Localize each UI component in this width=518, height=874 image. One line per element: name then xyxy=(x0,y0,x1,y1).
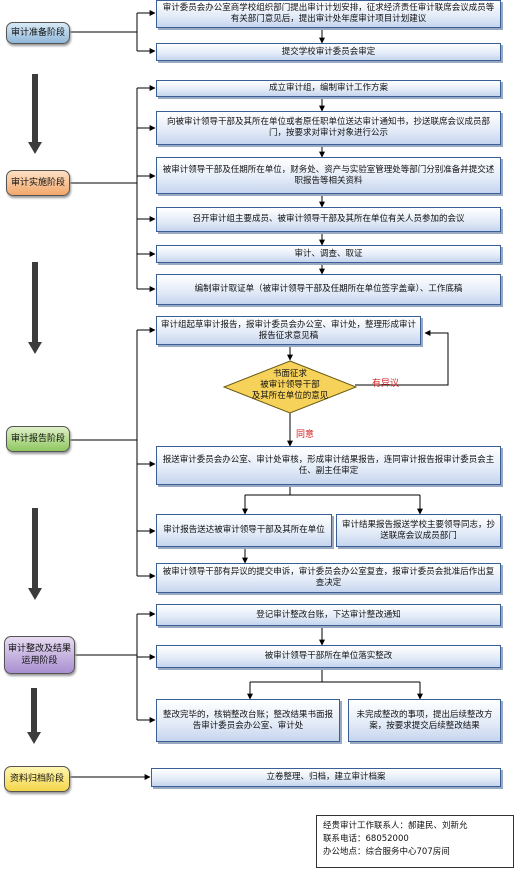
contact-phone: 联系电话：68052000 xyxy=(323,834,409,844)
step-form-team: 成立审计组，编制审计工作方案 xyxy=(156,80,501,97)
contact-office: 办公地点：综合服务中心707房间 xyxy=(323,847,450,857)
step-prepare-materials: 被审计领导干部及任期所在单位，财务处、资产与实验室管理处等部门分别准备并提交述职… xyxy=(156,157,501,194)
stage-prep: 审计准备阶段 xyxy=(6,22,70,44)
stage-report: 审计报告阶段 xyxy=(6,426,70,452)
step-submit-committee: 提交学校审计委员会审定 xyxy=(156,43,501,61)
agree-label: 同意 xyxy=(296,430,315,440)
step-rectification-complete: 整改完毕的，核销整改台账；整改结果书面报告审计委员会办公室、审计处 xyxy=(156,699,340,742)
decision-diamond-shape xyxy=(222,360,358,414)
step-appeal-review: 被审计领导干部有异议的提交申诉，审计委员会办公室复查，报审计委员会批准后作出复查… xyxy=(156,563,501,593)
contact-info: 经贵审计工作联系人：郝建民、刘新允 联系电话：68052000 办公地点：综合服… xyxy=(316,815,514,868)
step-rectification-followup: 未完成整改的事项，提出后续整改方案，按要求提交后续整改结果 xyxy=(348,699,501,742)
step-send-notice: 向被审计领导干部及其所在单位或者原任职单位送达审计通知书，抄送联席会议成员部门，… xyxy=(156,111,501,145)
step-draft-report: 审计组起草审计报告，报审计委员会办公室、审计处，整理形成审计报告征求意见稿 xyxy=(156,316,421,345)
objection-label: 有异议 xyxy=(372,379,400,389)
stage-archive: 资料归档阶段 xyxy=(4,766,70,792)
step-implement-rectification: 被审计领导干部所在单位落实整改 xyxy=(156,645,501,668)
step-register-rectification: 登记审计整改台账，下达审计整改通知 xyxy=(156,604,501,626)
step-plan-proposal: 审计委员会办公室商学校组织部门提出审计计划安排，征求经济责任审计联席会议成员等有… xyxy=(156,0,501,28)
stage-implementation: 审计实施阶段 xyxy=(6,170,70,196)
stage-rectification: 审计整改及结果运用阶段 xyxy=(4,636,75,674)
step-review-result-report: 报送审计委员会办公室、审计处审核，形成审计结果报告，连同审计报告报审计委员会主任… xyxy=(156,446,501,485)
step-deliver-report: 审计报告送达被审计领导干部及其所在单位 xyxy=(156,514,332,547)
step-archive-files: 立卷整理、归档，建立审计档案 xyxy=(151,768,501,787)
step-report-leaders: 审计结果报告报送学校主要领导同志，抄送联席会议成员部门 xyxy=(336,514,501,547)
step-audit-investigate: 审计、调查、取证 xyxy=(156,245,501,263)
contact-people: 经贵审计工作联系人：郝建民、刘新允 xyxy=(323,821,468,831)
decision-text: 书面征求 被审计领导干部 及其所在单位的意见 xyxy=(251,369,329,401)
step-hold-meeting: 召开审计组主要成员、被审计领导干部及其所在单位有关人员参加的会议 xyxy=(156,207,501,232)
stage-progress-arrows xyxy=(27,74,42,744)
step-evidence-sheet: 编制审计取证单（被审计领导干部及任期所在单位签字盖章）、工作底稿 xyxy=(156,274,501,305)
